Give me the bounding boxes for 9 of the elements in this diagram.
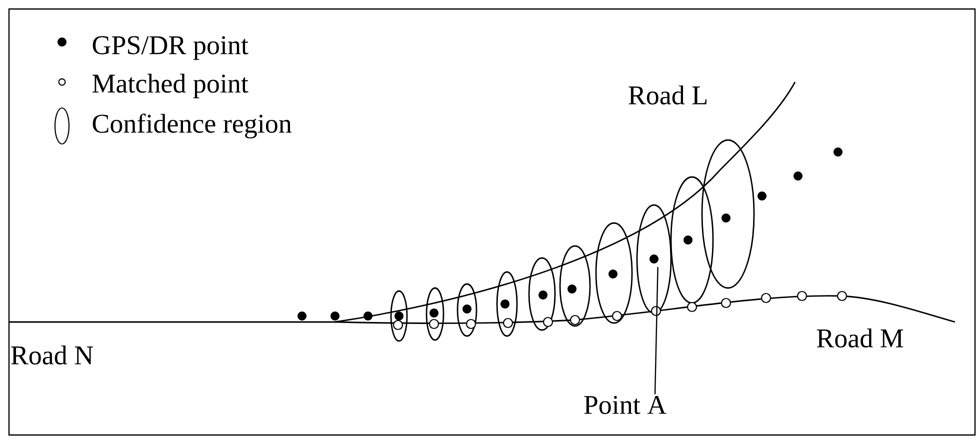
legend-text: Confidence region <box>92 114 292 138</box>
legend-text: Matched point <box>92 74 248 98</box>
road-label: Road M <box>816 328 904 348</box>
road-label: Road N <box>11 346 93 364</box>
point-label: Point A <box>584 396 666 414</box>
leader-line <box>654 266 658 394</box>
road-label: Road L <box>628 86 706 104</box>
gps-point <box>650 254 658 264</box>
legend-text: GPS/DR point <box>92 36 248 60</box>
